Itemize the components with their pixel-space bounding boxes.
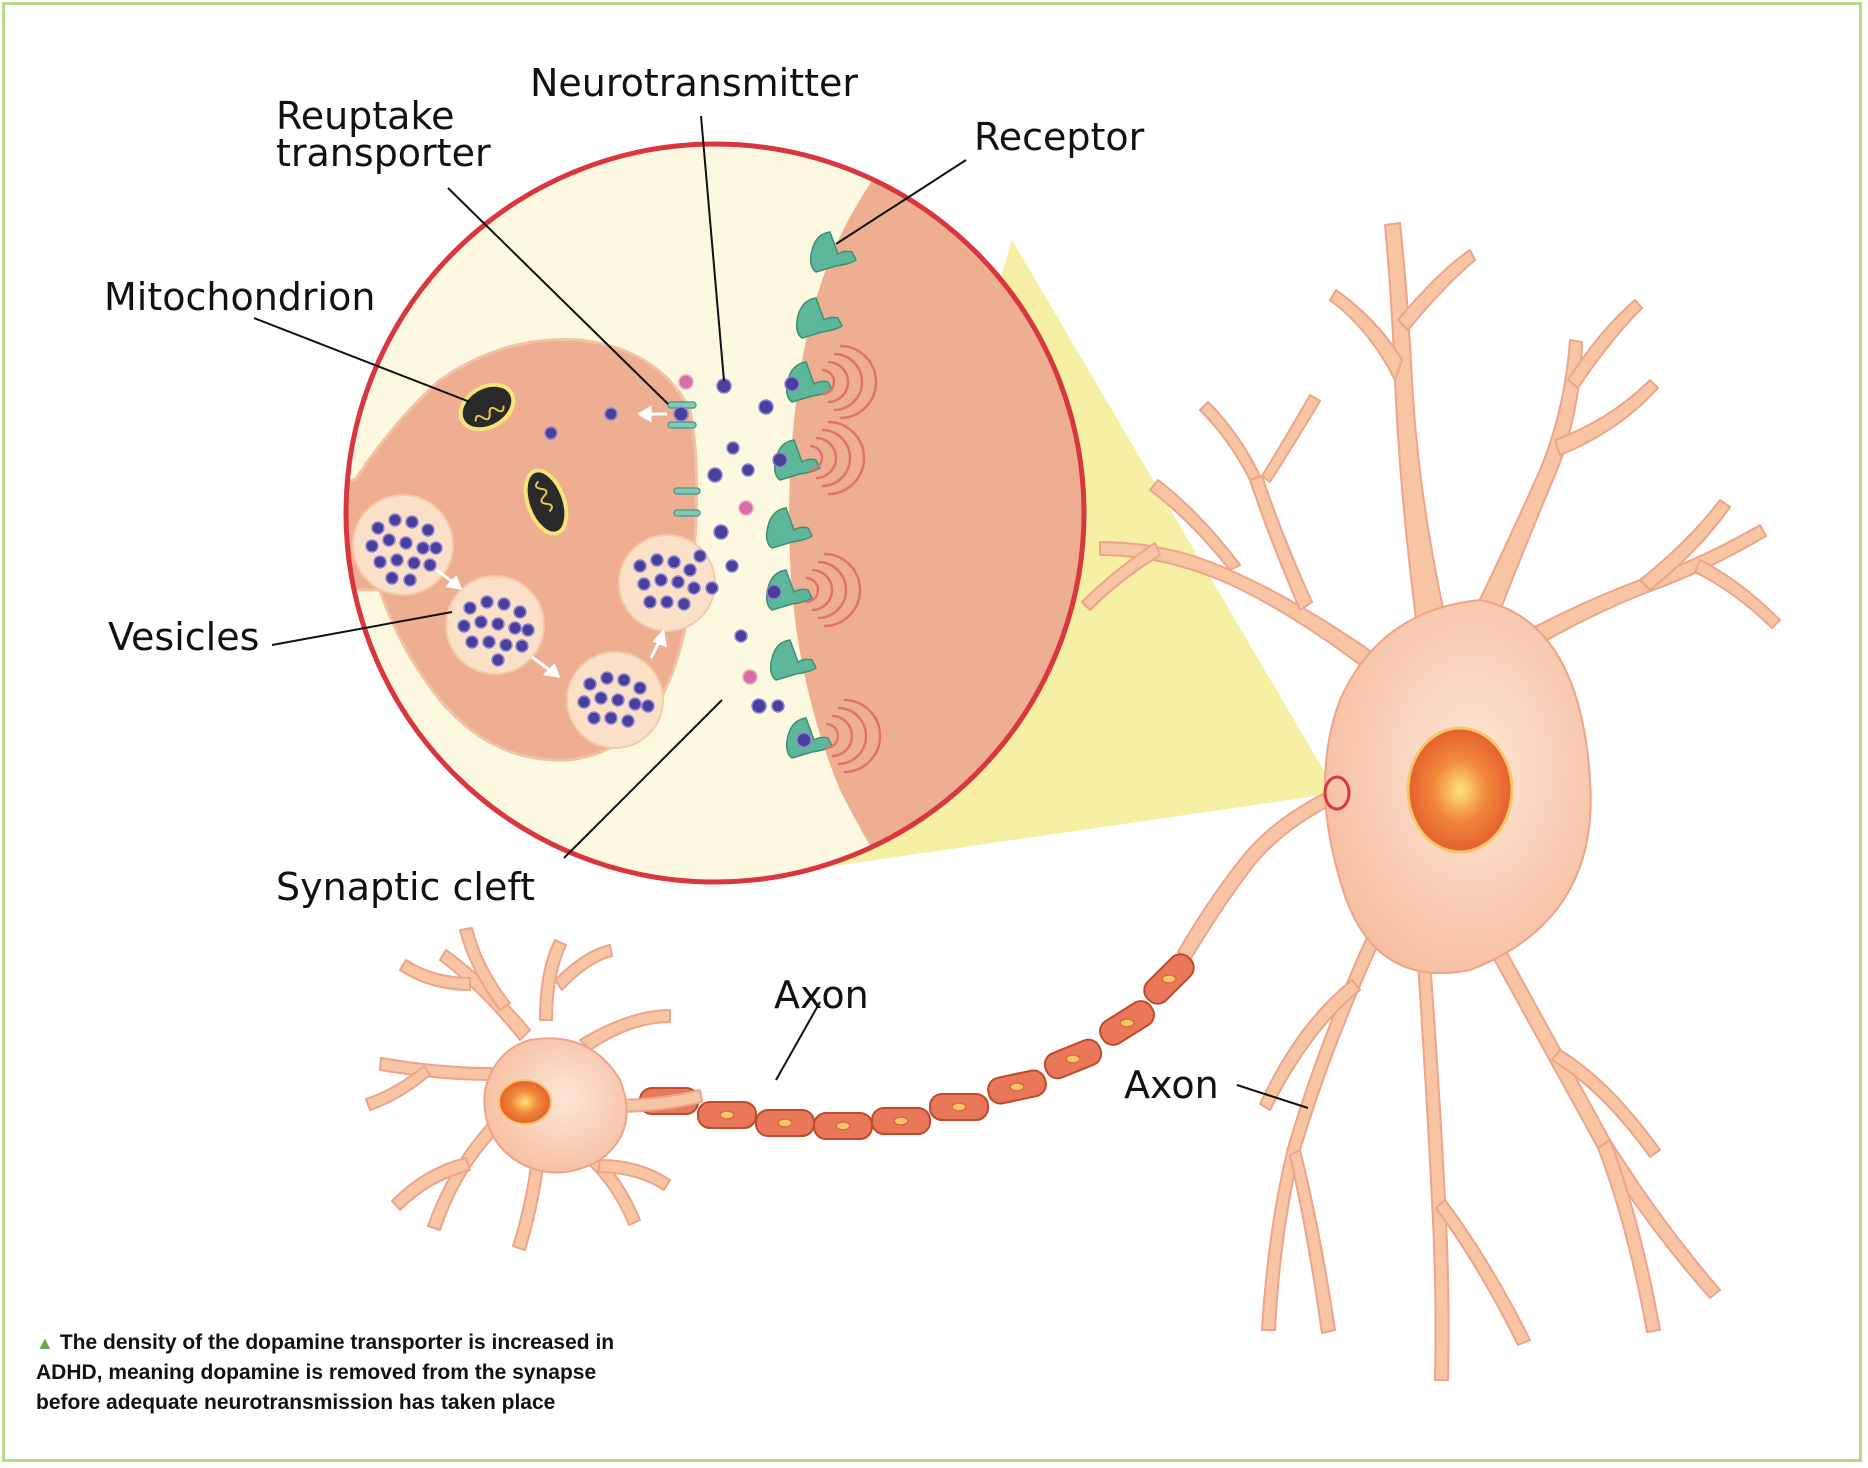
- mitochondrion-2: [523, 468, 569, 536]
- caption-text: The density of the dopamine transporter …: [36, 1331, 615, 1414]
- small-neuron: [365, 927, 703, 1251]
- neurotransmitter-molecules: [544, 378, 785, 714]
- receptors: [765, 231, 857, 759]
- reuptake-transporters: [667, 401, 701, 517]
- mitochondrion-1: [458, 382, 516, 432]
- synapse-marker: [1323, 775, 1351, 811]
- label-vesicles: Vesicles: [108, 615, 260, 659]
- label-synaptic-cleft: Synaptic cleft: [276, 865, 535, 909]
- large-neuron-nucleus: [1406, 726, 1514, 854]
- small-neuron-soma: [483, 1037, 628, 1174]
- small-neuron-nucleus: [498, 1079, 552, 1125]
- label-reuptake-line2: transporter: [276, 131, 491, 176]
- caption-triangle-icon: ▲: [36, 1333, 54, 1353]
- synapse-zoom: [346, 144, 1084, 882]
- label-mitochondrion: Mitochondrion: [104, 275, 376, 319]
- label-axon-right: Axon: [1124, 1063, 1219, 1107]
- label-reuptake-transporter: Reuptake transporter: [276, 94, 491, 176]
- vesicle-path-arrows: [436, 405, 667, 678]
- label-neurotransmitter: Neurotransmitter: [530, 61, 858, 105]
- label-reuptake-line1: Reuptake: [276, 94, 455, 138]
- myelinated-axon: [639, 953, 1195, 1140]
- figure-caption: ▲The density of the dopamine transporter…: [36, 1328, 636, 1418]
- pink-molecules: [678, 374, 758, 685]
- zoom-circle-border: [343, 141, 1087, 885]
- vesicle-contents: [365, 513, 701, 728]
- leader-lines: [253, 115, 1309, 1109]
- signal-waves: [805, 344, 882, 774]
- label-axon-center: Axon: [774, 973, 869, 1017]
- bound-neurotransmitters: [766, 376, 812, 748]
- label-receptor: Receptor: [974, 115, 1145, 159]
- postsynaptic-terminal: [789, 144, 1084, 882]
